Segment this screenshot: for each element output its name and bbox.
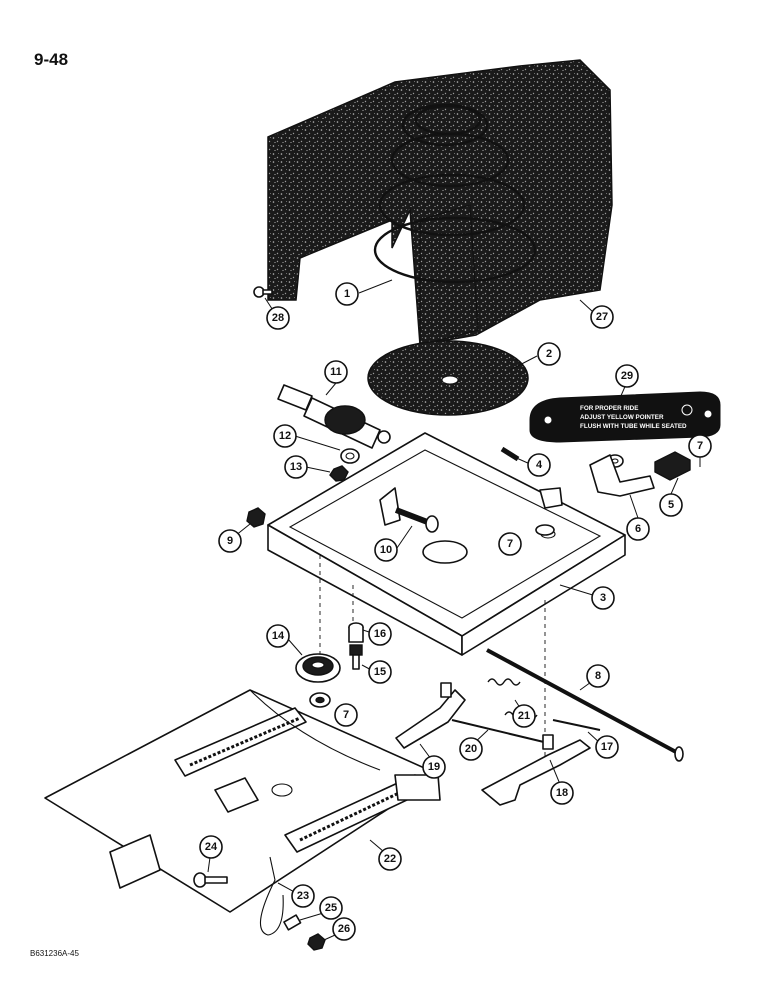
svg-text:23: 23 — [297, 890, 309, 902]
decal-line-2: ADJUST YELLOW POINTER — [580, 414, 664, 421]
svg-text:2: 2 — [546, 348, 552, 360]
svg-text:11: 11 — [330, 366, 342, 378]
callout-3: 3 — [591, 586, 615, 610]
bolt-24 — [193, 872, 228, 888]
svg-text:8: 8 — [595, 670, 601, 682]
svg-text:9: 9 — [227, 535, 233, 547]
decal-line-1: FOR PROPER RIDE — [580, 405, 638, 412]
callout-7c: 7 — [334, 703, 358, 727]
callout-15: 15 — [368, 660, 392, 684]
cable-23 — [259, 856, 284, 936]
svg-text:19: 19 — [428, 761, 440, 773]
bolt-10 — [394, 507, 439, 533]
callout-10: 10 — [374, 538, 398, 562]
callout-14: 14 — [266, 624, 290, 648]
callout-27: 27 — [590, 305, 614, 329]
svg-text:12: 12 — [279, 430, 291, 442]
latch-pin-2 — [542, 734, 554, 750]
svg-text:26: 26 — [338, 923, 350, 935]
svg-text:24: 24 — [205, 841, 218, 853]
svg-text:18: 18 — [556, 787, 568, 799]
svg-text:20: 20 — [465, 743, 477, 755]
decal-line-3: FLUSH WITH TUBE WHILE SEATED — [580, 423, 687, 430]
svg-text:13: 13 — [290, 461, 302, 473]
callout-24: 24 — [199, 835, 223, 859]
bushing-12 — [340, 448, 360, 464]
svg-text:16: 16 — [374, 628, 386, 640]
callout-18: 18 — [550, 781, 574, 805]
svg-text:3: 3 — [600, 592, 606, 604]
knob-5 — [654, 451, 691, 481]
callout-26: 26 — [332, 917, 356, 941]
callout-2: 2 — [537, 342, 561, 366]
svg-text:29: 29 — [621, 370, 633, 382]
callout-28: 28 — [266, 306, 290, 330]
callout-12: 12 — [273, 424, 297, 448]
callout-8: 8 — [586, 664, 610, 688]
plate-25 — [283, 914, 302, 931]
bolt-15 — [349, 644, 363, 670]
svg-text:7: 7 — [507, 538, 513, 550]
callout-17: 17 — [595, 735, 619, 759]
seat-cover — [267, 59, 613, 346]
spacer-16 — [348, 622, 364, 643]
svg-text:6: 6 — [635, 523, 641, 535]
link-rod-20 — [451, 719, 549, 744]
instruction-decal: FOR PROPER RIDE ADJUST YELLOW POINTER FL… — [529, 391, 721, 443]
callout-11: 11 — [324, 360, 348, 384]
bracket-6 — [589, 454, 655, 497]
callout-22: 22 — [378, 847, 402, 871]
svg-text:5: 5 — [668, 499, 674, 511]
washer-7b — [535, 524, 555, 536]
slide-rail-assembly — [44, 689, 441, 913]
callout-4: 4 — [527, 453, 551, 477]
release-rod-8 — [486, 648, 684, 762]
svg-text:17: 17 — [601, 741, 613, 753]
callout-7b: 7 — [498, 532, 522, 556]
svg-text:14: 14 — [272, 630, 285, 642]
svg-text:28: 28 — [272, 312, 284, 324]
svg-text:7: 7 — [697, 440, 703, 452]
callout-6: 6 — [626, 517, 650, 541]
callout-20: 20 — [459, 737, 483, 761]
callout-7a: 7 — [688, 434, 712, 458]
svg-text:21: 21 — [518, 710, 530, 722]
svg-text:10: 10 — [380, 544, 392, 556]
callout-13: 13 — [284, 455, 308, 479]
svg-text:27: 27 — [596, 311, 608, 323]
svg-text:1: 1 — [344, 288, 350, 300]
svg-text:7: 7 — [343, 709, 349, 721]
callout-9: 9 — [218, 529, 242, 553]
svg-text:25: 25 — [325, 902, 337, 914]
nut-26 — [307, 933, 326, 951]
screw-28 — [253, 286, 273, 298]
callout-29: 29 — [615, 364, 639, 388]
page-number: 9-48 — [34, 50, 69, 69]
svg-text:15: 15 — [374, 666, 386, 678]
svg-text:22: 22 — [384, 853, 396, 865]
callout-21: 21 — [512, 704, 536, 728]
coil-spring — [373, 103, 537, 284]
callout-19: 19 — [422, 755, 446, 779]
callout-5: 5 — [659, 493, 683, 517]
washer-7c — [309, 692, 331, 708]
callout-1: 1 — [335, 282, 359, 306]
latch-lever-19 — [395, 689, 466, 749]
nut-9 — [246, 507, 266, 528]
seat-frame — [267, 432, 626, 656]
base-disc-hole — [441, 375, 459, 385]
isolator-mount-14 — [295, 653, 341, 683]
latch-lever-18 — [481, 739, 591, 806]
pin-17 — [552, 719, 601, 731]
callout-16: 16 — [368, 622, 392, 646]
nut-13 — [329, 465, 349, 482]
callout-23: 23 — [291, 884, 315, 908]
latch-pin — [440, 682, 452, 698]
shock-absorber — [277, 384, 391, 449]
callout-25: 25 — [319, 896, 343, 920]
svg-text:4: 4 — [536, 459, 543, 471]
figure-code: B631236A-45 — [30, 949, 79, 958]
